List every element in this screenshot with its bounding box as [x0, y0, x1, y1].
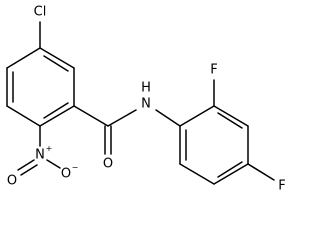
- bond-ring2-c5-c6: [179, 163, 215, 185]
- bonds: [6, 21, 275, 185]
- chlorine-label: Cl: [34, 5, 47, 20]
- nitro-nitrogen-label: N: [35, 148, 45, 163]
- fluorine-para-label: F: [278, 179, 285, 194]
- amide-hydrogen-label: H: [141, 81, 151, 96]
- chemical-structure-diagram: Cl N + O O − O H N F F: [6, 5, 286, 194]
- bond-ring1-inner-1: [43, 55, 69, 72]
- bond-n-ring2: [155, 109, 181, 127]
- bond-ring2-c1-c2: [179, 105, 215, 127]
- nitro-oxygen-charge: −: [72, 163, 79, 172]
- bond-ring2-inner-3: [217, 161, 243, 178]
- bond-ring2-inner-2: [217, 112, 243, 129]
- bond-ring1-c-carbonyl: [73, 105, 109, 127]
- bond-ring2-c2-c3: [213, 105, 249, 127]
- bond-c-f-para: [247, 163, 275, 181]
- bond-ring1-c6-c1: [6, 47, 41, 69]
- amide-nitrogen-label: N: [141, 97, 151, 112]
- bond-ring1-c1-c2: [39, 47, 75, 69]
- bond-nitro-n-o-left: [17, 159, 35, 171]
- bond-nitro-n-o-left-double: [20, 164, 38, 176]
- carbonyl-oxygen-label: O: [103, 157, 113, 172]
- bond-ring1-c4-c5: [6, 105, 41, 127]
- fluorine-ortho-label: F: [210, 63, 217, 78]
- nitro-oxide-label: O: [61, 167, 71, 182]
- nitro-nitrogen-charge: +: [46, 144, 53, 153]
- atom-labels: Cl N + O O − O H N F F: [7, 5, 286, 194]
- bond-nitro-n-o-right: [46, 159, 61, 169]
- nitro-oxygen-label: O: [7, 174, 17, 189]
- bond-ring2-c4-c5: [213, 163, 249, 185]
- bond-carbonyl-c-n: [107, 109, 137, 127]
- bond-ring1-inner-2: [43, 102, 69, 119]
- bond-ring1-c3-c4: [39, 105, 75, 127]
